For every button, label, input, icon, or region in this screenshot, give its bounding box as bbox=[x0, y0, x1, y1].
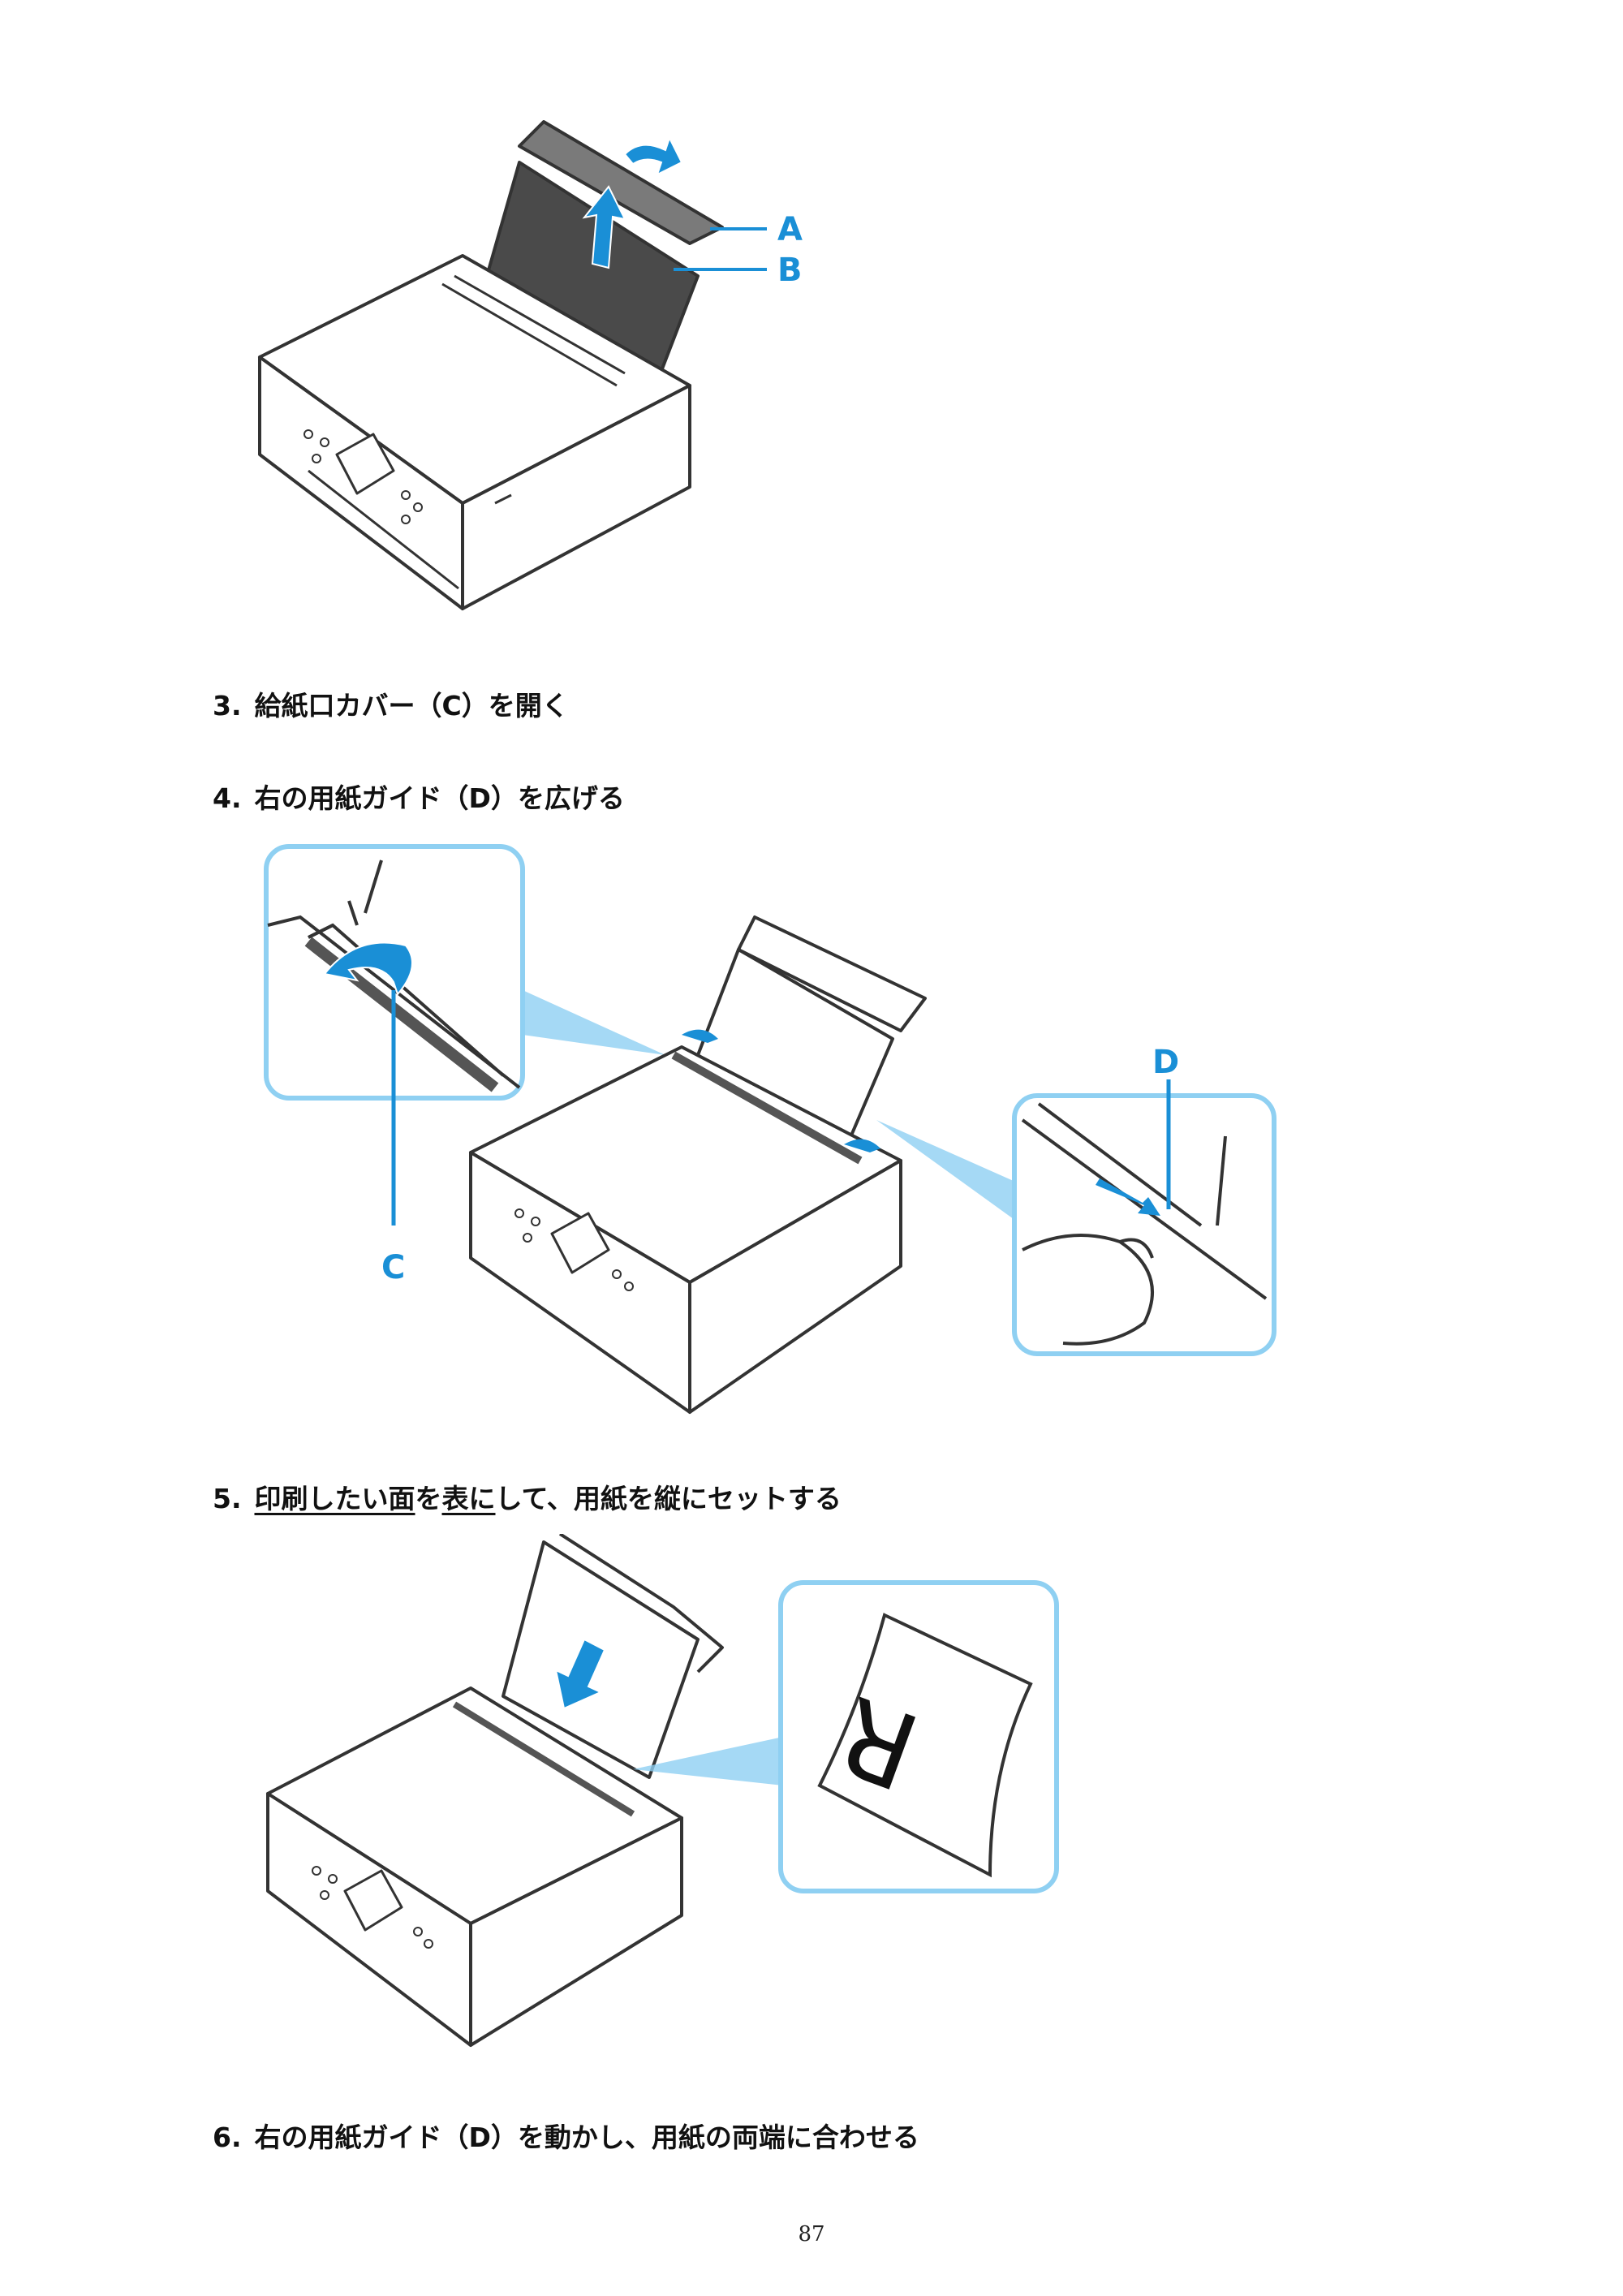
step-5-text-plain-1: を bbox=[415, 1483, 442, 1514]
step-4-number: 4. bbox=[213, 782, 242, 814]
step-3: 3. 給紙口カバー（C）を開く bbox=[213, 688, 569, 724]
step-3-number: 3. bbox=[213, 690, 242, 722]
callout-label-a: A bbox=[777, 211, 803, 248]
step-5-text-underlined-2: 表に bbox=[441, 1483, 496, 1514]
step-3-text: 給紙口カバー（C）を開く bbox=[254, 690, 569, 722]
step-5-number: 5. bbox=[213, 1483, 242, 1514]
callout-label-b: B bbox=[777, 252, 803, 289]
step-4-text: 右の用紙ガイド（D）を広げる bbox=[254, 782, 625, 814]
step-6-text: 右の用紙ガイド（D）を動かし、用紙の両端に合わせる bbox=[254, 2122, 919, 2153]
step-6-number: 6. bbox=[213, 2122, 242, 2153]
figure-feed-slot-cover: C D bbox=[260, 844, 1282, 1428]
page-number: 87 bbox=[798, 2222, 825, 2246]
figure-paper-support: A B bbox=[235, 114, 836, 633]
step-4: 4. 右の用紙ガイド（D）を広げる bbox=[213, 781, 625, 816]
step-5: 5. 印刷したい面を表にして、用紙を縦にセットする bbox=[213, 1481, 842, 1517]
callout-label-c: C bbox=[381, 1249, 405, 1286]
printer-illustration-3: R bbox=[266, 1534, 1059, 2047]
step-5-text-plain-2: して、用紙を縦にセットする bbox=[495, 1483, 842, 1514]
figure-load-paper: R bbox=[243, 1534, 1071, 2070]
printer-illustration-1: A B bbox=[258, 120, 803, 610]
step-6: 6. 右の用紙ガイド（D）を動かし、用紙の両端に合わせる bbox=[213, 2120, 919, 2156]
printer-illustration-2: C D bbox=[264, 844, 1276, 1414]
step-5-text-underlined-1: 印刷したい面 bbox=[254, 1483, 415, 1514]
callout-label-d: D bbox=[1152, 1044, 1179, 1081]
